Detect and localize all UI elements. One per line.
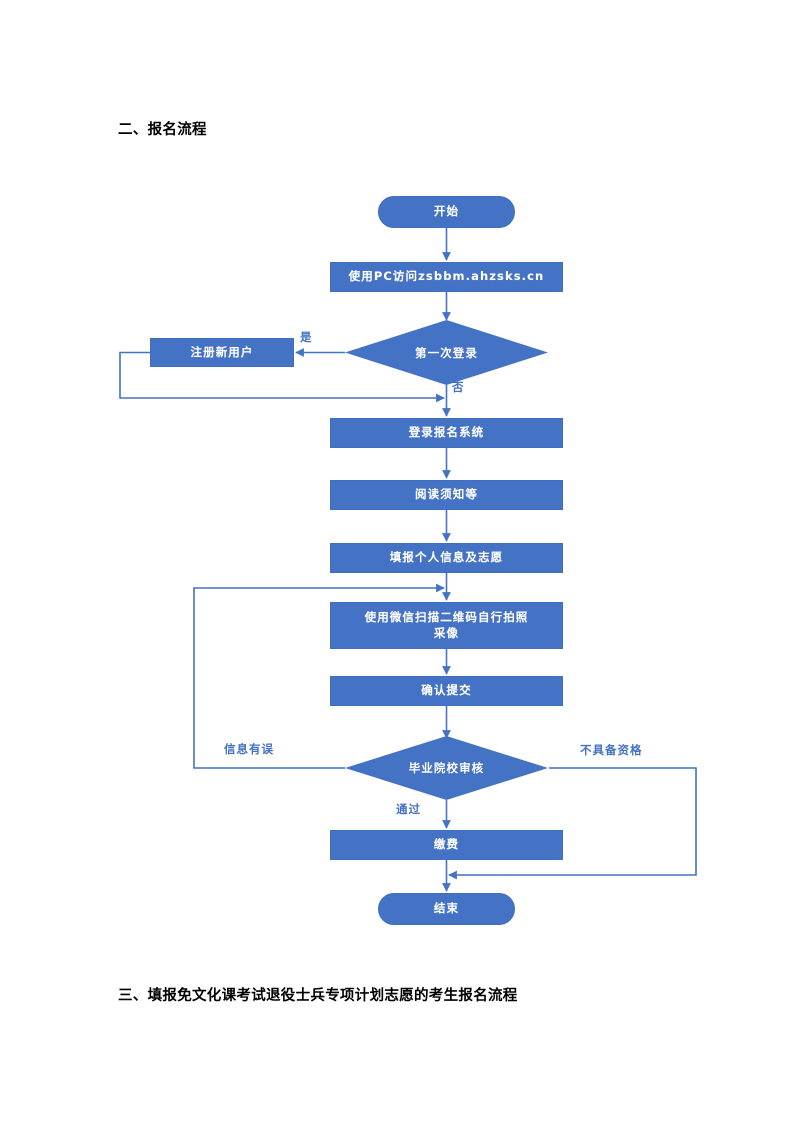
flow-node-login-system-label: 登录报名系统: [408, 425, 485, 440]
flow-node-fill-info[interactable]: 填报个人信息及志愿: [330, 543, 563, 573]
flow-node-payment[interactable]: 缴费: [330, 830, 563, 860]
section-heading-registration-process: 二、报名流程: [118, 122, 207, 138]
flow-node-confirm-submit-label: 确认提交: [421, 683, 472, 698]
edge-label-yes: 是: [300, 330, 313, 344]
flow-node-photo-capture-label-line1: 使用微信扫描二维码自行拍照: [364, 609, 529, 624]
flow-node-visit-url[interactable]: 使用PC访问zsbbm.ahzsks.cn: [330, 262, 563, 292]
flow-node-start[interactable]: 开始: [378, 196, 515, 228]
flow-node-end-label: 结束: [433, 901, 460, 916]
flow-node-first-login-label: 第一次登录: [415, 345, 478, 360]
flow-node-first-login-decision[interactable]: 第一次登录: [345, 320, 548, 385]
section-heading-veteran-plan-process: 三、填报免文化课考试退役士兵专项计划志愿的考生报名流程: [118, 988, 518, 1004]
flow-node-photo-capture[interactable]: 使用微信扫描二维码自行拍照 采像: [330, 602, 563, 649]
flow-node-register-new-user[interactable]: 注册新用户: [150, 338, 294, 367]
flow-node-photo-capture-label-line2: 采像: [433, 625, 460, 640]
flow-node-fill-info-label: 填报个人信息及志愿: [389, 550, 504, 565]
edge-label-no: 否: [452, 380, 465, 394]
flow-node-payment-label: 缴费: [433, 837, 460, 852]
flow-node-register-new-user-label: 注册新用户: [190, 344, 254, 359]
edge-label-pass: 通过: [396, 802, 421, 816]
flow-node-end[interactable]: 结束: [378, 893, 515, 925]
flow-node-school-audit-decision[interactable]: 毕业院校审核: [345, 736, 548, 800]
flow-node-read-notice-label: 阅读须知等: [415, 487, 478, 502]
flow-node-school-audit-label: 毕业院校审核: [408, 761, 485, 775]
flow-node-start-label: 开始: [433, 204, 460, 219]
flow-node-read-notice[interactable]: 阅读须知等: [330, 480, 563, 510]
edge-label-not-qualified: 不具备资格: [580, 743, 643, 757]
flow-node-confirm-submit[interactable]: 确认提交: [330, 676, 563, 706]
edge-label-info-error: 信息有误: [224, 742, 274, 756]
flow-node-visit-url-label: 使用PC访问zsbbm.ahzsks.cn: [348, 269, 545, 284]
flow-node-login-system[interactable]: 登录报名系统: [330, 418, 563, 448]
